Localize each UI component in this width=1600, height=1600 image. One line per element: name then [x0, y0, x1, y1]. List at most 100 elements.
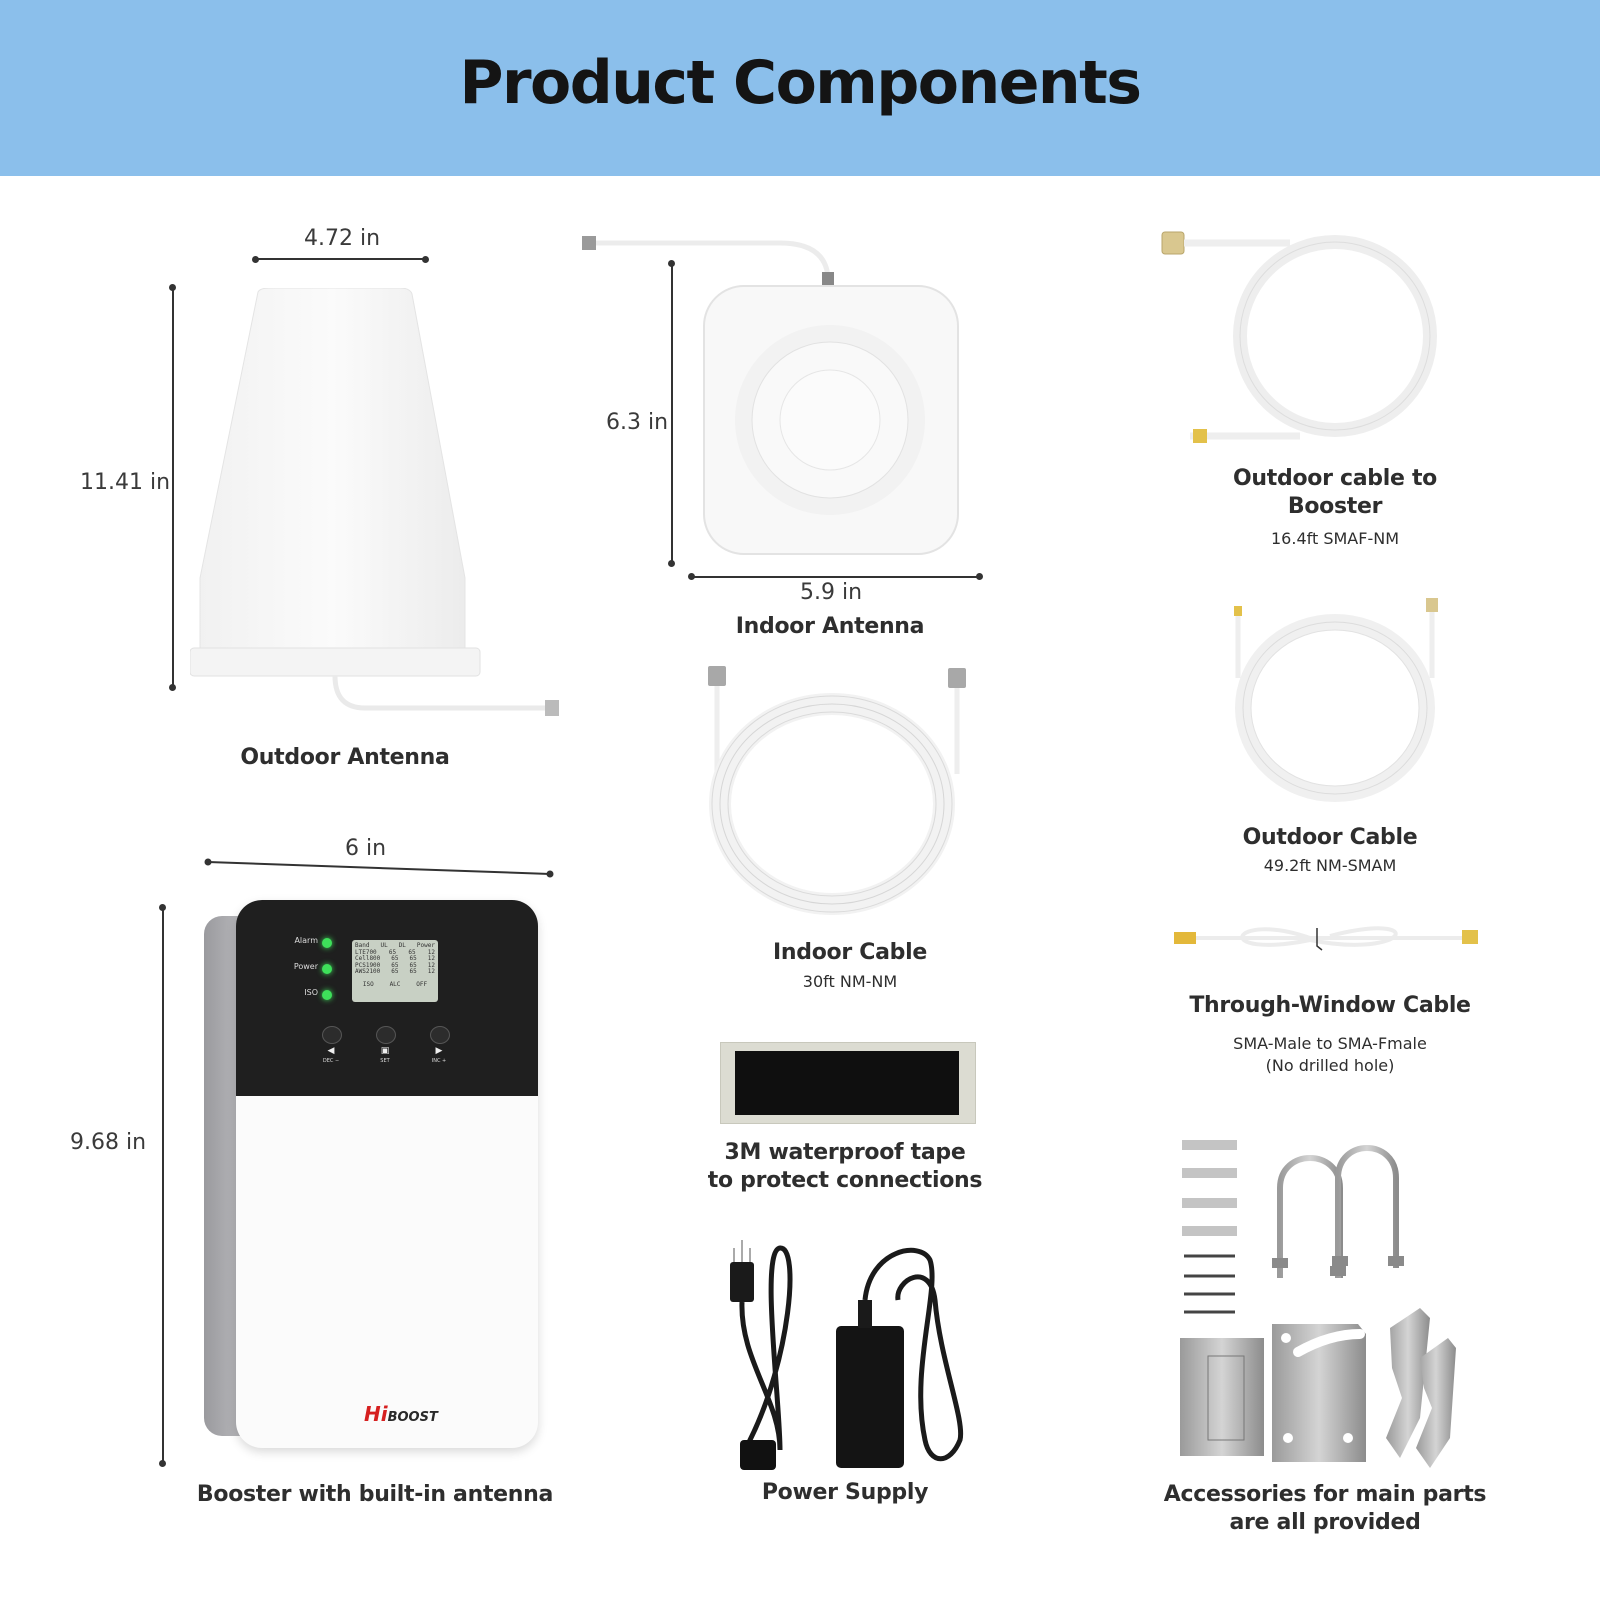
- waterproof-tape-label-2: to protect connections: [707, 1168, 983, 1193]
- led-label-alarm: Alarm: [294, 936, 318, 945]
- lcd-cell: AWS2100: [355, 968, 381, 975]
- outdoor-cable-label: Outdoor Cable: [1242, 825, 1418, 850]
- lcd-cell: Cell800: [355, 955, 381, 962]
- through-window-cable-label: Through-Window Cable: [1189, 993, 1471, 1018]
- dimension-line: [172, 288, 174, 688]
- lcd-footer-off: OFF: [416, 980, 428, 988]
- accessories-label-1: Accessories for main parts: [1163, 1482, 1487, 1507]
- inc-caption: INC +: [431, 1058, 447, 1064]
- alarm-led-icon: [322, 938, 332, 948]
- lcd-cell: LTE700: [355, 948, 377, 956]
- through-window-cable-image: [1174, 926, 1478, 951]
- lcd-footer-iso: ISO: [362, 980, 374, 988]
- indoor-antenna-image: [582, 236, 959, 555]
- outdoor-cable-to-booster-spec: 16.4ft SMAF-NM: [1271, 529, 1399, 548]
- lcd-cell: 65: [391, 968, 399, 975]
- dimension-dot: [688, 573, 695, 580]
- dec-button[interactable]: [322, 1026, 342, 1044]
- lcd-cell: PCS1900: [355, 961, 381, 969]
- dimension-line: [204, 858, 554, 878]
- dimension-dot: [668, 260, 675, 267]
- through-window-cable-spec-2: (No drilled hole): [1265, 1056, 1395, 1075]
- lcd-footer-alc: ALC: [389, 980, 401, 988]
- hiboost-logo: HiBOOST: [364, 1402, 438, 1426]
- dimension-line: [671, 264, 673, 564]
- dimension-dot: [422, 256, 429, 263]
- lcd-row: PCS1900 65 65 12: [355, 961, 435, 970]
- lcd-header-ul: UL: [380, 942, 388, 949]
- dimension-dot: [159, 1460, 166, 1467]
- lcd-header-dl: DL: [398, 942, 406, 949]
- through-window-cable-spec-1: SMA-Male to SMA-Fmale: [1233, 1034, 1427, 1053]
- tape-strip: [735, 1051, 959, 1115]
- dimension-dot: [169, 284, 176, 291]
- lcd-cell: 65: [409, 961, 417, 969]
- waterproof-tape-image: [720, 1042, 976, 1124]
- waterproof-tape-label-1: 3M waterproof tape: [724, 1140, 966, 1165]
- lcd-row: LTE700 65 65 12: [355, 948, 435, 957]
- lcd-footer: ISO ALC OFF: [355, 980, 435, 989]
- power-supply-label: Power Supply: [761, 1480, 929, 1505]
- inc-button[interactable]: [430, 1026, 450, 1044]
- power-led-icon: [322, 964, 332, 974]
- dimension-dot: [159, 904, 166, 911]
- outdoor-cable-to-booster-label-2: Booster: [1287, 494, 1383, 519]
- dimension-dot: [976, 573, 983, 580]
- outdoor-antenna-image: [190, 288, 559, 716]
- outdoor-antenna-width: 4.72 in: [304, 226, 381, 251]
- dec-arrow-icon: ◀: [327, 1046, 335, 1056]
- lcd-cell: 65: [408, 948, 416, 956]
- dimension-dot: [252, 256, 259, 263]
- dimension-line: [256, 258, 426, 260]
- lcd-cell: 65: [388, 948, 397, 956]
- logo-boost: BOOST: [387, 1410, 438, 1425]
- logo-hi: Hi: [364, 1402, 388, 1426]
- indoor-cable-spec: 30ft NM-NM: [802, 972, 898, 991]
- iso-led-icon: [322, 990, 332, 1000]
- outdoor-cable-image: [1234, 598, 1438, 802]
- lcd-cell: 65: [409, 955, 417, 962]
- outdoor-cable-to-booster-label-1: Outdoor cable to: [1233, 466, 1437, 491]
- lcd-header-band: Band: [355, 942, 370, 949]
- led-label-iso: ISO: [304, 988, 318, 997]
- accessories-image: [1180, 1140, 1456, 1468]
- lcd-header-power: Power: [416, 942, 435, 949]
- booster-label: Booster with built-in antenna: [196, 1482, 554, 1507]
- page-title: Product Components: [459, 48, 1142, 118]
- inc-arrow-icon: ▶: [435, 1046, 443, 1056]
- set-square-icon: ▣: [380, 1046, 390, 1056]
- outdoor-cable-to-booster-image: [1161, 231, 1437, 443]
- power-supply-image: [730, 1240, 964, 1470]
- booster-height: 9.68 in: [70, 1130, 147, 1155]
- accessories-label-2: are all provided: [1229, 1510, 1421, 1535]
- indoor-antenna-height: 6.3 in: [606, 410, 669, 435]
- outdoor-cable-spec: 49.2ft NM-SMAM: [1263, 856, 1397, 875]
- lcd-cell: 12: [427, 968, 435, 975]
- lcd-row: Cell800 65 65 12: [355, 955, 435, 963]
- booster-width: 6 in: [345, 836, 387, 861]
- dec-caption: DEC −: [322, 1058, 340, 1064]
- booster-device: Alarm Power ISO Band UL DL Power LTE700 6…: [236, 900, 538, 1448]
- led-label-power: Power: [293, 962, 318, 971]
- set-caption: SET: [380, 1058, 390, 1064]
- lcd-cell: 12: [427, 961, 435, 969]
- dimension-dot: [668, 560, 675, 567]
- lcd-cell: 65: [391, 961, 399, 969]
- dimension-line: [162, 908, 164, 1463]
- lcd-cell: 12: [427, 948, 435, 956]
- indoor-antenna-label: Indoor Antenna: [735, 614, 925, 639]
- indoor-antenna-width: 5.9 in: [800, 580, 863, 605]
- outdoor-antenna-height: 11.41 in: [80, 470, 171, 495]
- lcd-cell: 65: [391, 955, 399, 962]
- outdoor-antenna-label: Outdoor Antenna: [240, 745, 450, 770]
- dimension-dot: [169, 684, 176, 691]
- dimension-line: [692, 576, 980, 578]
- lcd-row: AWS2100 65 65 12: [355, 968, 435, 976]
- set-button[interactable]: [376, 1026, 396, 1044]
- booster-control-panel: Alarm Power ISO Band UL DL Power LTE700 6…: [236, 900, 538, 1096]
- lcd-cell: 65: [409, 968, 417, 975]
- lcd-header: Band UL DL Power: [355, 942, 435, 950]
- indoor-cable-image: [708, 666, 966, 915]
- lcd-cell: 12: [427, 955, 435, 962]
